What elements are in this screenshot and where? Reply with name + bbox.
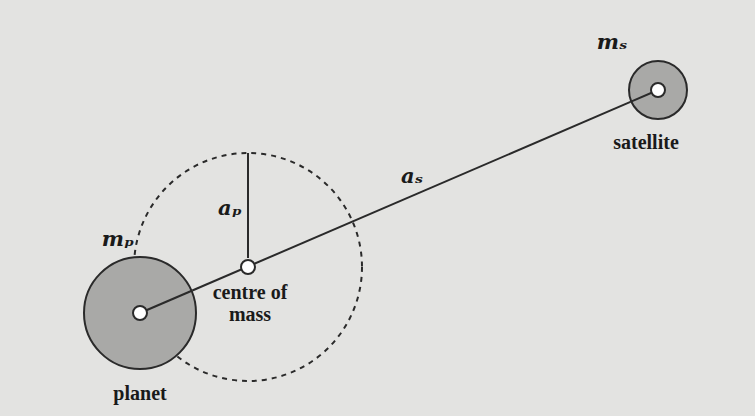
node-outline	[628, 60, 688, 120]
body-name: satellite	[613, 131, 679, 153]
node-outline	[83, 256, 197, 370]
inner-line	[140, 290, 192, 313]
centre-dot	[133, 306, 147, 320]
body-circle	[241, 260, 255, 274]
distance-label: aₚ	[216, 196, 244, 219]
radius-line	[247, 153, 249, 258]
body-circle	[629, 61, 687, 119]
body-circle	[84, 257, 196, 369]
mass-symbol: mₚ	[102, 227, 135, 250]
satellite-circle: mₛsatellite	[628, 60, 688, 120]
mass-symbol: mₛ	[597, 30, 628, 53]
connector-line	[192, 102, 630, 291]
body-name: centre of mass	[202, 281, 298, 325]
centre-of-mass-dot: centre of mass	[240, 259, 256, 275]
node-outline	[240, 259, 256, 275]
body-name: planet	[113, 382, 166, 404]
distance-label: aₛ	[399, 164, 425, 187]
planet-circle: mₚplanet	[83, 256, 197, 370]
centre-dot	[651, 83, 665, 97]
